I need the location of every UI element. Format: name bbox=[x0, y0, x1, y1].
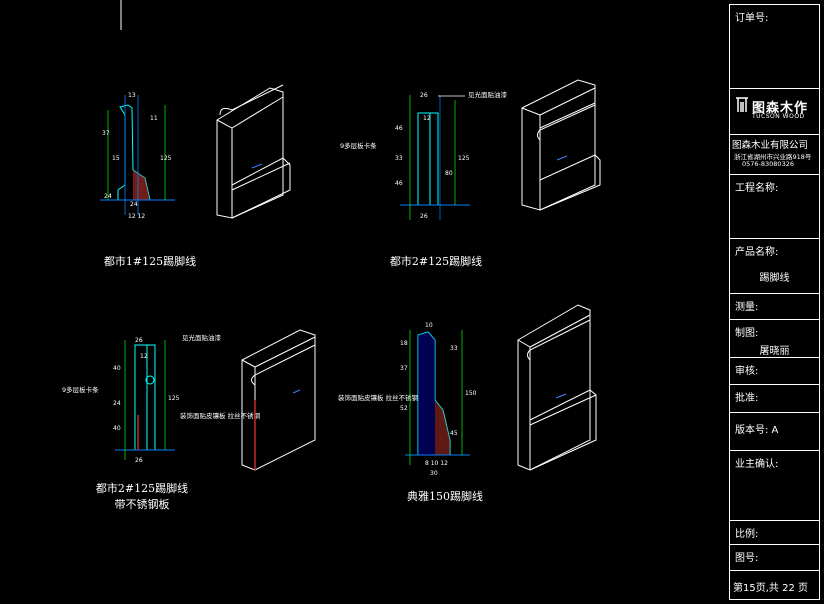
order-no-label: 订单号: bbox=[735, 13, 769, 24]
svg-text:33: 33 bbox=[450, 345, 458, 352]
profile-section-1: 13 11 37 125 15 24 12 12 24 bbox=[100, 92, 175, 220]
page-row: 第15页,共 22 页 bbox=[730, 571, 819, 599]
svg-text:52: 52 bbox=[400, 405, 408, 412]
note-left-3: 9多层板卡条 bbox=[62, 385, 99, 394]
svg-text:12 12: 12 12 bbox=[128, 213, 145, 220]
svg-text:10: 10 bbox=[425, 322, 433, 329]
profile-section-4: 10 18 33 37 52 150 45 8 10 12 30 bbox=[400, 322, 477, 477]
logo-icon bbox=[736, 97, 748, 112]
isometric-view-1 bbox=[216, 84, 291, 219]
note-left-2: 9多层板卡条 bbox=[340, 141, 377, 150]
svg-text:125: 125 bbox=[160, 155, 172, 162]
company-name: 图森木业有限公司 bbox=[732, 140, 809, 151]
svg-text:80: 80 bbox=[445, 170, 453, 177]
title-block: 订单号: 图森木作 TUCSON WOOD 图森木业有限公司 浙江省湖州市兴业路… bbox=[729, 4, 820, 600]
svg-text:8 10 12: 8 10 12 bbox=[425, 460, 448, 467]
version-label: 版本号: A bbox=[735, 425, 779, 436]
drawn-label: 制图: bbox=[735, 328, 759, 339]
svg-text:46: 46 bbox=[395, 180, 403, 187]
svg-text:24: 24 bbox=[104, 193, 112, 200]
note-right-3: 见光面贴油漆 bbox=[182, 333, 222, 342]
project-row: 工程名称: bbox=[730, 175, 819, 239]
svg-text:24: 24 bbox=[130, 201, 138, 208]
scale-label: 比例: bbox=[735, 529, 759, 540]
measure-label: 测量: bbox=[735, 302, 759, 313]
measure-row: 测量: bbox=[730, 294, 819, 320]
isometric-view-2 bbox=[521, 79, 601, 211]
project-label: 工程名称: bbox=[735, 183, 779, 194]
page-label: 第15页,共 22 页 bbox=[733, 583, 808, 594]
note-3d-3: 装饰面贴皮镶板 拉丝不锈钢 bbox=[338, 393, 419, 402]
svg-text:40: 40 bbox=[113, 365, 121, 372]
svg-text:125: 125 bbox=[458, 155, 470, 162]
svg-text:18: 18 bbox=[400, 340, 408, 347]
caption-4: 典雅150踢脚线 bbox=[407, 489, 483, 503]
drawing-no-row: 图号: bbox=[730, 545, 819, 571]
svg-text:26: 26 bbox=[420, 92, 428, 99]
company-row: 图森木业有限公司 浙江省湖州市兴业路918号 0576-83080326 bbox=[730, 135, 819, 175]
cad-drawing-canvas: 13 11 37 125 15 24 12 12 24 都市1#125踢脚线 2… bbox=[62, 0, 601, 511]
caption-3: 都市2#125踢脚线 bbox=[96, 481, 188, 495]
svg-text:40: 40 bbox=[113, 425, 121, 432]
owner-row: 业主确认: bbox=[730, 451, 819, 521]
version-row: 版本号: A bbox=[730, 413, 819, 451]
caption-2: 都市2#125踢脚线 bbox=[390, 254, 482, 268]
svg-text:30: 30 bbox=[430, 470, 438, 477]
order-no-row: 订单号: bbox=[730, 5, 819, 89]
review-row: 审核: bbox=[730, 358, 819, 385]
svg-text:12: 12 bbox=[423, 115, 431, 122]
svg-text:45: 45 bbox=[450, 430, 458, 437]
drawing-no-label: 图号: bbox=[735, 553, 759, 564]
caption-1: 都市1#125踢脚线 bbox=[104, 254, 196, 268]
profile-section-3: 26 12 40 24 40 125 26 bbox=[113, 337, 180, 464]
svg-text:15: 15 bbox=[112, 155, 120, 162]
svg-text:150: 150 bbox=[465, 390, 477, 397]
svg-text:26: 26 bbox=[135, 457, 143, 464]
svg-text:33: 33 bbox=[395, 155, 403, 162]
svg-text:11: 11 bbox=[150, 115, 158, 122]
company-address: 浙江省湖州市兴业路918号 bbox=[734, 153, 812, 161]
profile-section-2: 26 12 46 33 46 125 80 26 bbox=[395, 92, 470, 220]
logo-en: TUCSON WOOD bbox=[752, 113, 805, 120]
logo-row: 图森木作 TUCSON WOOD bbox=[730, 89, 819, 135]
svg-text:37: 37 bbox=[102, 130, 110, 137]
svg-text:12: 12 bbox=[140, 353, 148, 360]
svg-text:46: 46 bbox=[395, 125, 403, 132]
isometric-view-3 bbox=[241, 329, 316, 471]
caption-3b: 带不锈钢板 bbox=[115, 497, 170, 511]
isometric-view-4 bbox=[517, 304, 597, 471]
product-row: 产品名称: 踢脚线 bbox=[730, 239, 819, 294]
approve-row: 批准: bbox=[730, 385, 819, 413]
svg-text:13: 13 bbox=[128, 92, 136, 99]
svg-text:26: 26 bbox=[420, 213, 428, 220]
note-right-2: 见光面贴油漆 bbox=[468, 90, 508, 99]
review-label: 审核: bbox=[735, 366, 759, 377]
approve-label: 批准: bbox=[735, 393, 759, 404]
svg-text:125: 125 bbox=[168, 395, 180, 402]
drawn-row: 制图: 屠晓丽 bbox=[730, 320, 819, 358]
svg-text:26: 26 bbox=[135, 337, 143, 344]
owner-label: 业主确认: bbox=[735, 459, 779, 470]
product-label: 产品名称: bbox=[735, 247, 779, 258]
product-value: 踢脚线 bbox=[759, 273, 790, 284]
logo-name: 图森木作 bbox=[752, 101, 809, 116]
company-phone: 0576-83080326 bbox=[742, 160, 794, 168]
scale-row: 比例: bbox=[730, 521, 819, 545]
drawn-value: 屠晓丽 bbox=[759, 346, 790, 357]
svg-text:24: 24 bbox=[113, 400, 121, 407]
note-mid-3: 装饰面贴皮镶板 拉丝不锈钢 bbox=[180, 411, 261, 420]
svg-text:37: 37 bbox=[400, 365, 408, 372]
